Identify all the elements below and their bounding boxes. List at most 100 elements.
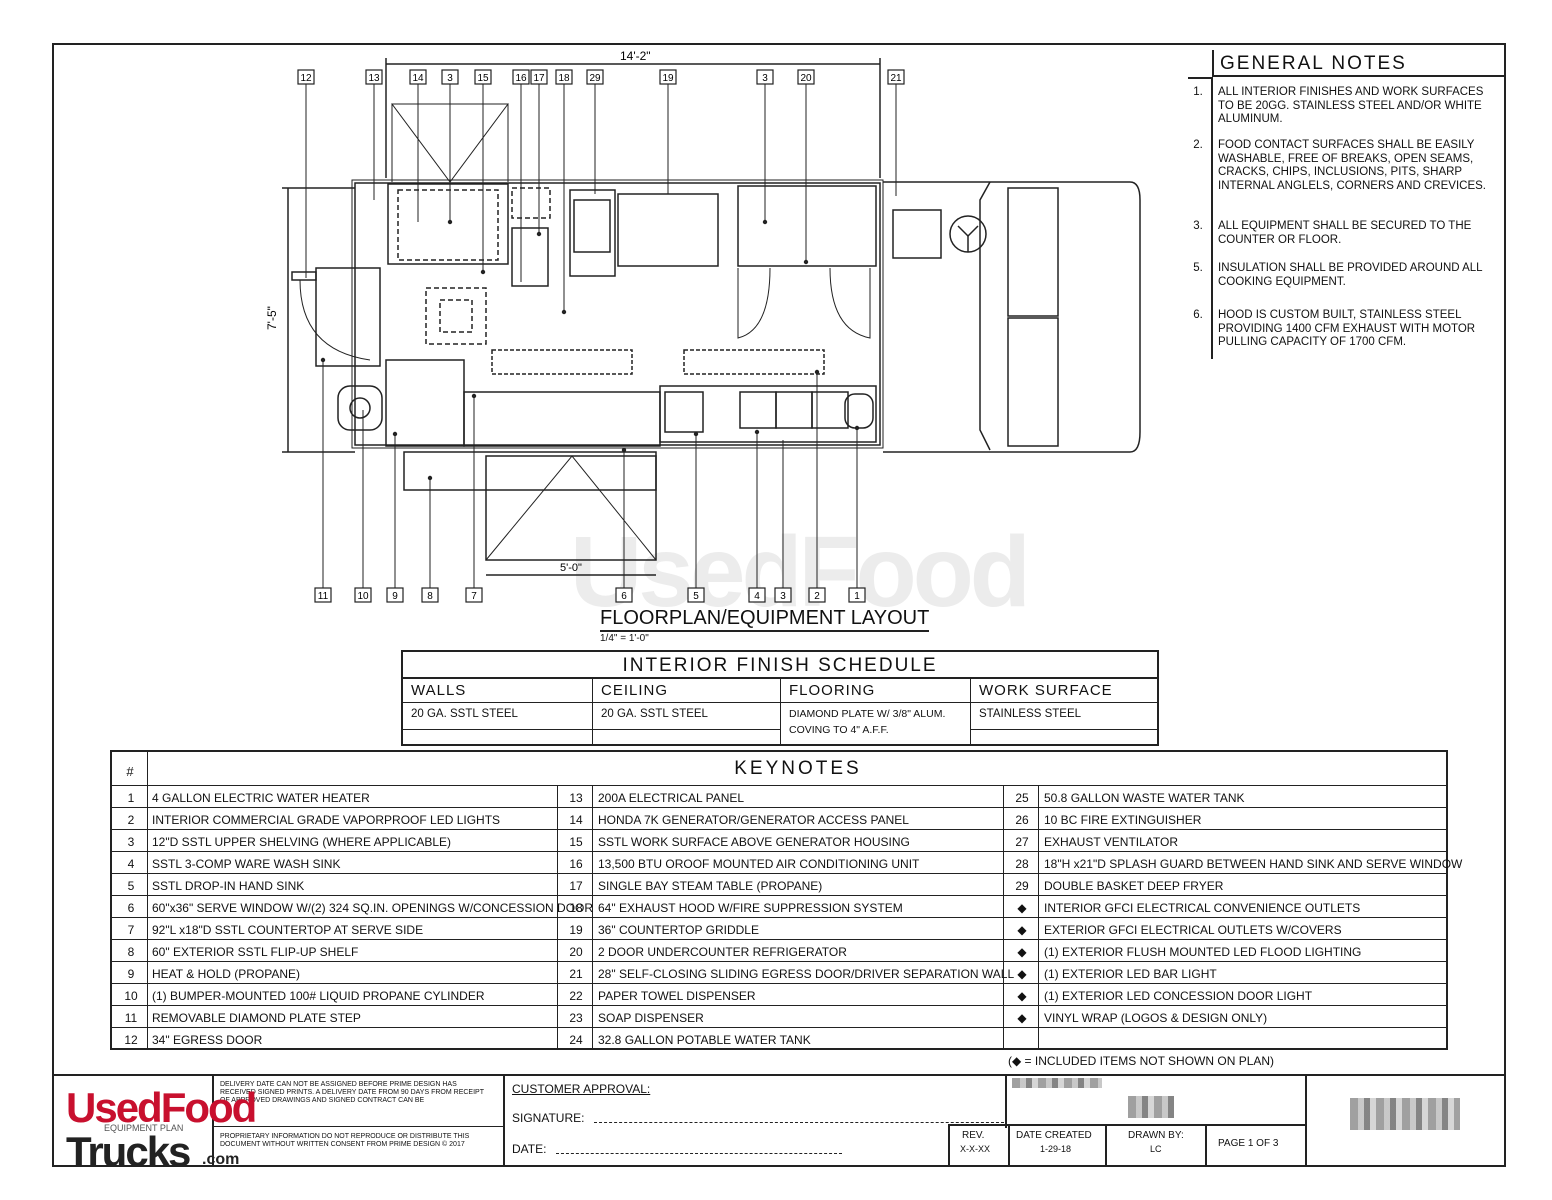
keynote-number: 17 xyxy=(569,879,583,893)
callout-tag-label: 7 xyxy=(471,591,477,602)
date-created-label: DATE CREATED xyxy=(1016,1130,1092,1141)
equipment-plan-label: EQUIPMENT PLAN xyxy=(104,1123,184,1133)
keynote-number: ◆ xyxy=(1017,901,1027,915)
keynote-text xyxy=(1044,1028,1448,1050)
keynote-number: 3 xyxy=(127,835,135,849)
finish-head-ceiling: CEILING xyxy=(601,682,669,699)
keynote-number: 5 xyxy=(127,879,135,893)
callout-tag-box xyxy=(386,587,404,603)
keynote-number: 18 xyxy=(569,901,583,915)
keynote-number: ◆ xyxy=(1017,923,1027,937)
callout-tag-box xyxy=(365,69,383,85)
keynote-number: 24 xyxy=(569,1033,583,1047)
keynote-number: 20 xyxy=(569,945,583,959)
keynote-text: 28" SELF-CLOSING SLIDING EGRESS DOOR/DRI… xyxy=(598,967,1015,981)
callout-tag-box xyxy=(797,69,815,85)
keynote-text: 18"H x21"D SPLASH GUARD BETWEEN HAND SIN… xyxy=(1044,857,1463,871)
keynote-text: 2 DOOR UNDERCOUNTER REFRIGERATOR xyxy=(598,945,847,959)
callout-tag-label: 15 xyxy=(477,73,489,84)
callout-tag-label: 4 xyxy=(754,591,760,602)
keynote-text: EXHAUST VENTILATOR xyxy=(1044,835,1179,849)
keynote-number: 19 xyxy=(569,923,583,937)
plan-height-dimension: 7'-5" xyxy=(265,306,279,330)
general-notes-rule xyxy=(1188,77,1212,79)
note-number: 5. xyxy=(1193,262,1203,274)
finish-column-walls: WALLS 20 GA. SSTL STEEL xyxy=(403,679,593,746)
keynote-text: 64" EXHAUST HOOD W/FIRE SUPPRESSION SYST… xyxy=(598,901,903,915)
keynote-number: 23 xyxy=(569,1011,583,1025)
date-created-value: 1-29-18 xyxy=(1040,1144,1072,1154)
keynote-text: 50.8 GALLON WASTE WATER TANK xyxy=(1044,791,1245,805)
callout-tag-box xyxy=(530,69,548,85)
callout-tag-label: 11 xyxy=(318,591,329,602)
drawn-by-value: LC xyxy=(1150,1144,1162,1154)
keynote-number xyxy=(1005,1028,1039,1050)
callout-tag-box xyxy=(297,69,315,85)
signature-line[interactable] xyxy=(594,1122,1004,1123)
note-number: 3. xyxy=(1193,220,1203,232)
finish-value-walls: 20 GA. SSTL STEEL xyxy=(411,708,518,720)
callout-tag-label: 20 xyxy=(800,73,812,84)
note-number: 1. xyxy=(1193,86,1203,98)
keynote-number: 27 xyxy=(1015,835,1029,849)
keynote-number: 8 xyxy=(127,945,135,959)
callout-tag-label: 1 xyxy=(854,591,860,602)
page-number: PAGE 1 OF 3 xyxy=(1218,1138,1279,1149)
callout-tag-label: 13 xyxy=(368,73,380,84)
note-text: ALL EQUIPMENT SHALL BE SECURED TO THE CO… xyxy=(1218,220,1472,246)
keynote-text: 10 BC FIRE EXTINGUISHER xyxy=(1044,813,1202,827)
callout-tag-box xyxy=(441,69,459,85)
finish-column-flooring: FLOORING DIAMOND PLATE W/ 3/8" ALUM. COV… xyxy=(781,679,971,746)
keynote-text: DOUBLE BASKET DEEP FRYER xyxy=(1044,879,1224,893)
keynote-text: 36" COUNTERTOP GRIDDLE xyxy=(598,923,759,937)
floorplan-scale: 1/4" = 1'-0" xyxy=(600,633,649,644)
signature-label: SIGNATURE: xyxy=(512,1111,585,1125)
finish-head-walls: WALLS xyxy=(411,682,467,699)
keynote-number: 26 xyxy=(1015,813,1029,827)
keynote-text: SINGLE BAY STEAM TABLE (PROPANE) xyxy=(598,879,823,893)
keynote-text: INTERIOR COMMERCIAL GRADE VAPORPROOF LED… xyxy=(152,813,501,827)
general-notes-title: GENERAL NOTES xyxy=(1212,50,1504,77)
finish-schedule-title: INTERIOR FINISH SCHEDULE xyxy=(403,652,1157,679)
callout-tag-box xyxy=(586,69,604,85)
keynote-number: 10 xyxy=(124,989,138,1003)
callout-tag-box xyxy=(808,587,826,603)
callout-tag-label: 14 xyxy=(412,73,424,84)
floorplan-drawing: 14'-2" 7'-5" 5'-0" 121314315161718291932… xyxy=(265,49,1141,603)
keynote-text: SSTL WORK SURFACE ABOVE GENERATOR HOUSIN… xyxy=(598,835,910,849)
keynote-number: ◆ xyxy=(1017,989,1027,1003)
delivery-note: DELIVERY DATE CAN NOT BE ASSIGNED BEFORE… xyxy=(220,1081,484,1104)
finish-column-work-surface: WORK SURFACE STAINLESS STEEL xyxy=(971,679,1157,746)
keynote-text: 200A ELECTRICAL PANEL xyxy=(598,791,745,805)
drawn-by-label: DRAWN BY: xyxy=(1128,1130,1184,1141)
keynote-number: 4 xyxy=(127,857,135,871)
keynote-number: 14 xyxy=(569,813,583,827)
keynote-text: (1) EXTERIOR LED BAR LIGHT xyxy=(1044,967,1217,981)
keynote-text: 92"L x18"D SSTL COUNTERTOP AT SERVE SIDE xyxy=(152,923,424,937)
callout-tag-box xyxy=(659,69,677,85)
note-number: 2. xyxy=(1193,139,1203,151)
redacted-block xyxy=(1012,1078,1102,1088)
callout-tag-box xyxy=(848,587,866,603)
keynote-text: 12"D SSTL UPPER SHELVING (WHERE APPLICAB… xyxy=(152,835,452,849)
rev-label: REV. xyxy=(962,1130,985,1141)
title-block-top-rule xyxy=(52,1074,1506,1076)
keynote-text: 60" EXTERIOR SSTL FLIP-UP SHELF xyxy=(152,945,359,959)
finish-head-flooring: FLOORING xyxy=(789,682,876,699)
keynote-row: 7 92"L x18"D SSTL COUNTERTOP AT SERVE SID… xyxy=(112,917,1446,940)
keynote-row: 3 12"D SSTL UPPER SHELVING (WHERE APPLICA… xyxy=(112,829,1446,852)
callout-tag-box xyxy=(756,69,774,85)
keynotes-title: KEYNOTES xyxy=(734,758,862,779)
keynote-text: EXTERIOR GFCI ELECTRICAL OUTLETS W/COVER… xyxy=(1044,923,1342,937)
keynote-number: 7 xyxy=(127,923,135,937)
date-line[interactable] xyxy=(556,1153,842,1154)
